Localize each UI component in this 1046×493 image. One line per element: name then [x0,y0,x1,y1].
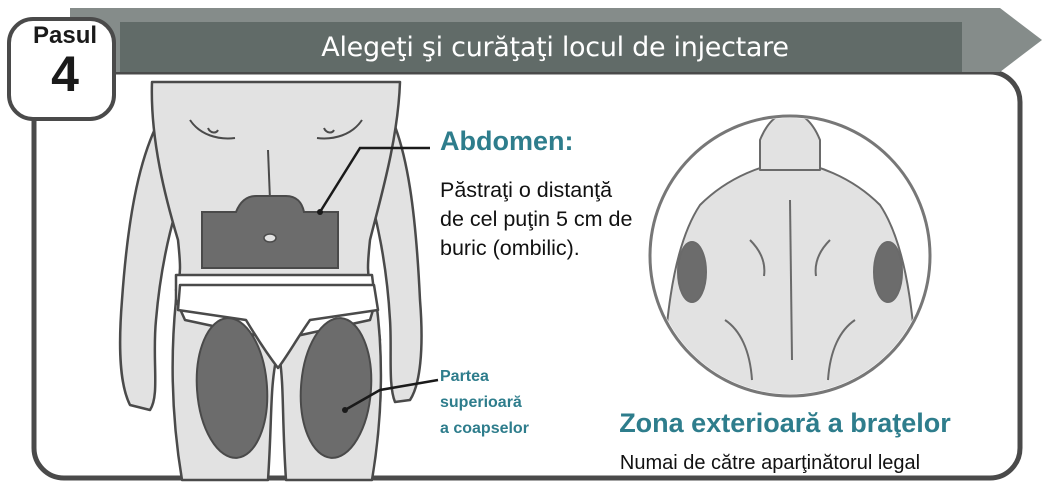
abdomen-title: Abdomen: [440,126,574,156]
navel [263,233,277,243]
thigh-label-line: a coapselor [440,420,529,437]
page-title: Alegeţi şi curăţaţi locul de injectare [321,31,789,63]
abdomen-injection-zone [201,195,339,269]
thigh-label-line: superioară [440,394,522,411]
thigh-leader-line [344,378,439,412]
left-thigh-injection-zone [195,317,269,459]
thigh-label: Partea superioară a coapselor [440,364,580,442]
abdomen-leader-line [318,146,430,213]
abdomen-description: Păstraţi o distanţă de cel puţin 5 cm de… [440,178,633,260]
step-number: 4 [51,46,79,102]
arm-title: Zona exterioară a braţelor [619,408,951,438]
right-thigh-injection-zone [299,317,373,459]
thigh-label-line: Partea [440,368,489,385]
arm-note: Numai de către aparţinătorul legal [619,452,921,474]
step-badge [7,17,116,121]
banner-bar [120,22,962,72]
step-word: Pasul [32,22,98,49]
back-figure [648,114,932,398]
